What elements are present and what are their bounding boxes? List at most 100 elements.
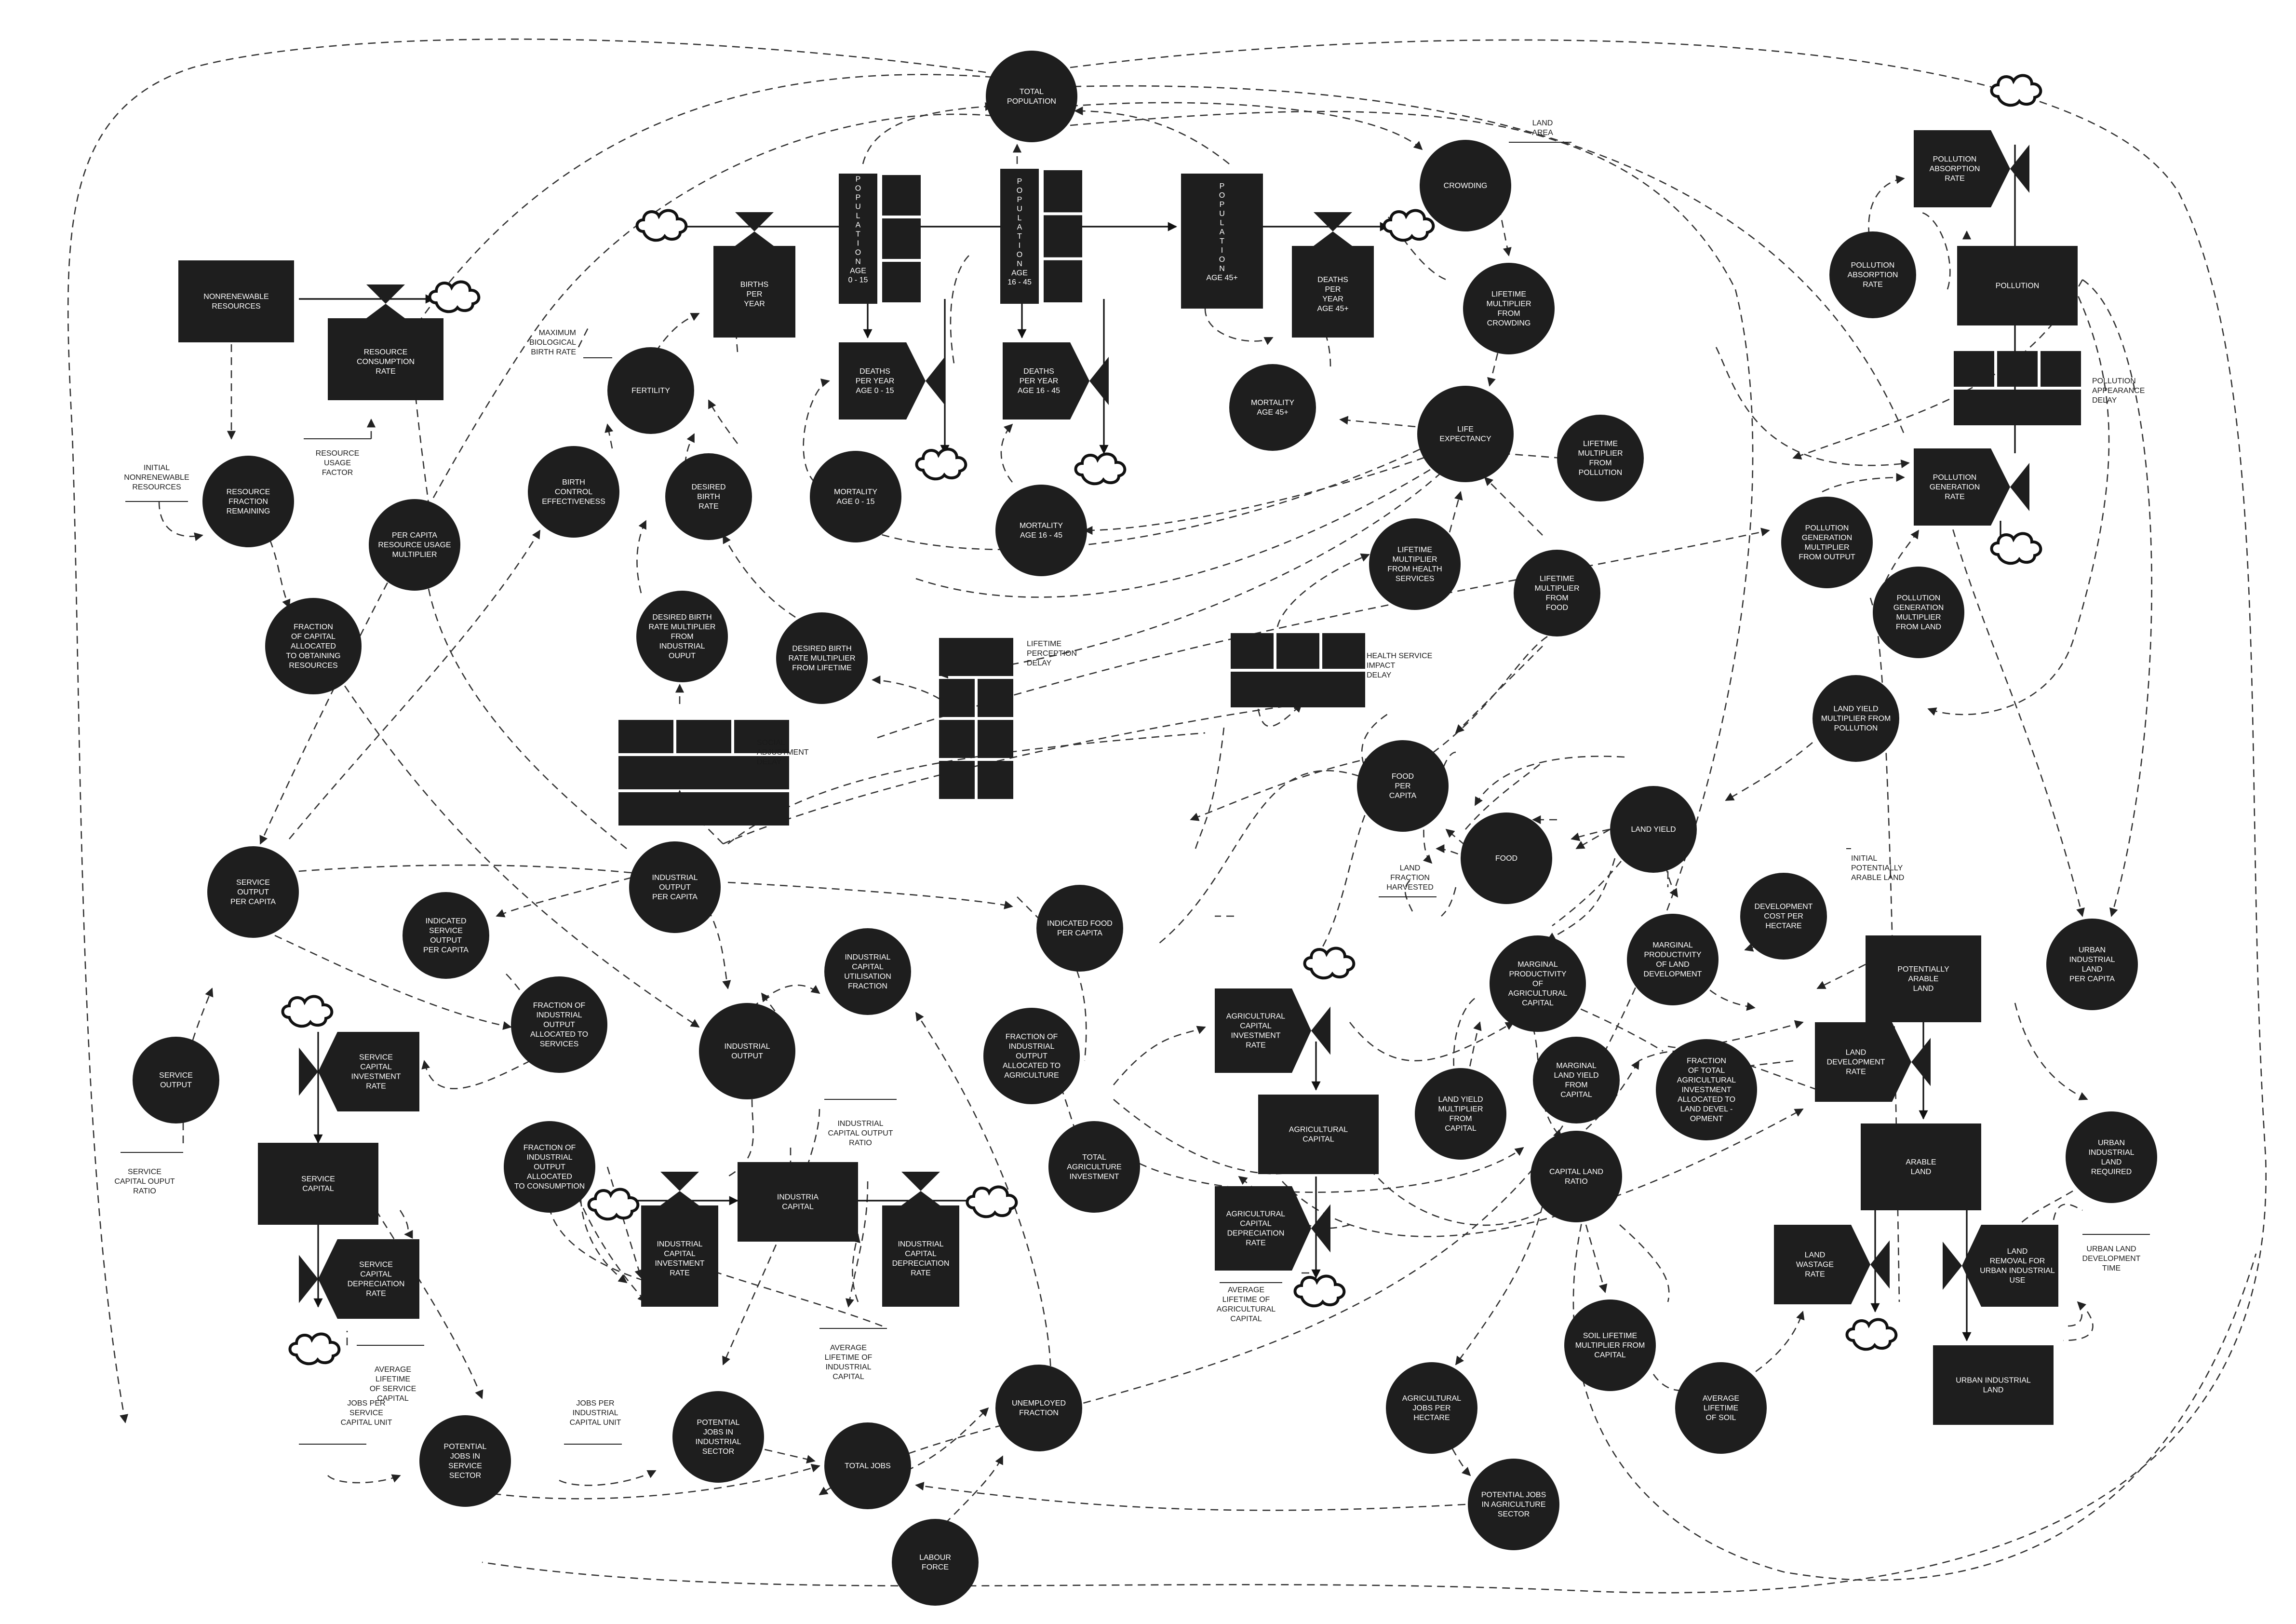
auxiliary-land-yield[interactable]: LAND YIELD [1610, 786, 1697, 873]
auxiliary-food[interactable]: FOOD [1461, 812, 1552, 904]
auxiliary-total-jobs[interactable]: TOTAL JOBS [824, 1422, 911, 1509]
stock-pollution[interactable]: POLLUTION [1957, 246, 2078, 325]
auxiliary-crowding[interactable]: CROWDING [1420, 140, 1511, 231]
auxiliary-fertility[interactable]: FERTILITY [607, 347, 694, 434]
